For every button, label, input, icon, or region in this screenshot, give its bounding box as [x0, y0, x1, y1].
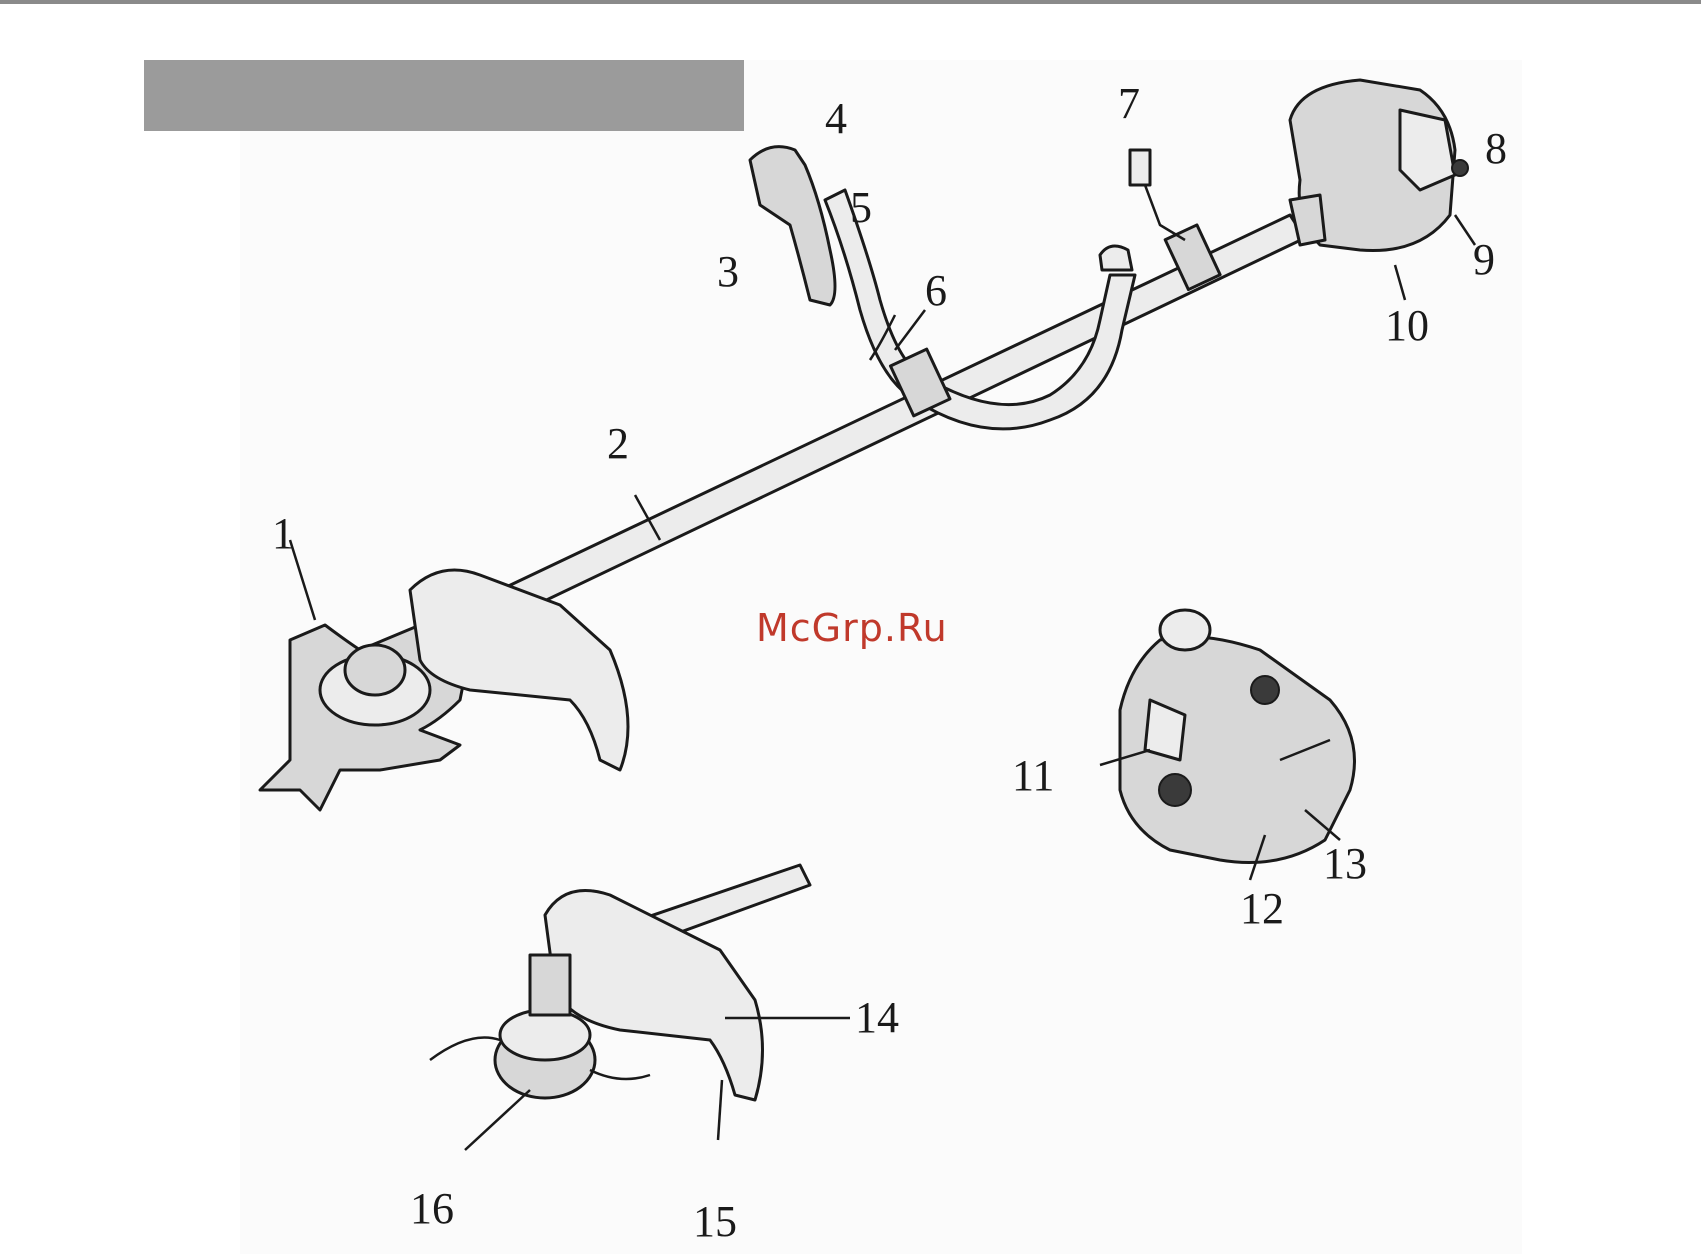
- callout-4: 4: [825, 94, 847, 143]
- callout-5: 5: [850, 183, 872, 232]
- callout-8: 8: [1485, 124, 1507, 173]
- watermark: McGrp.Ru: [756, 606, 948, 650]
- callout-2: 2: [607, 419, 629, 468]
- callout-1: 1: [272, 509, 294, 558]
- callout-7: 7: [1118, 79, 1140, 128]
- callout-11: 11: [1012, 751, 1054, 800]
- callout-10: 10: [1385, 301, 1429, 350]
- callout-9: 9: [1473, 235, 1495, 284]
- engine-detail: [1120, 610, 1355, 863]
- blade-assembly: [260, 570, 628, 810]
- engine-unit: [1290, 80, 1468, 251]
- callout-15: 15: [693, 1197, 737, 1246]
- callout-16: 16: [410, 1184, 454, 1233]
- trimmer-head-assembly: [430, 865, 810, 1100]
- callout-12: 12: [1240, 884, 1284, 933]
- callout-13: 13: [1323, 839, 1367, 888]
- callout-14: 14: [855, 993, 899, 1042]
- callout-6: 6: [925, 266, 947, 315]
- callout-3: 3: [717, 247, 739, 296]
